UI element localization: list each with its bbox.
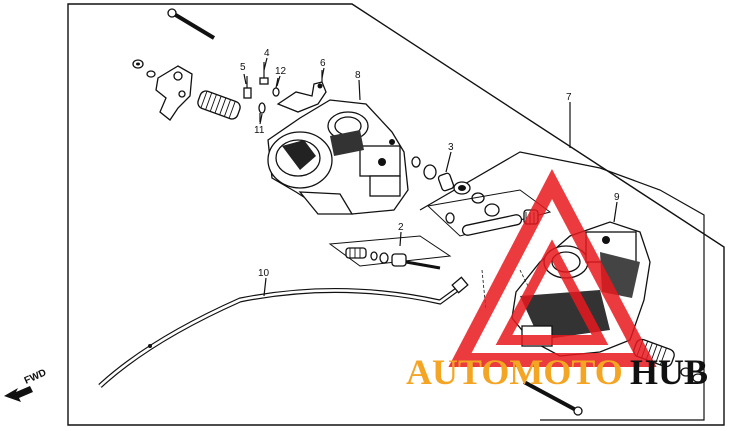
carburetor-8 [267,99,409,215]
leader-lines [243,57,618,311]
callout-3: 3 [448,142,454,153]
fwd-label: FWD [23,367,48,386]
callout-2: 2 [398,222,404,233]
callout-10: 10 [258,268,270,279]
washer-12 [272,77,280,97]
carb-set-frame [419,151,705,421]
callout-7: 7 [566,92,572,103]
long-screw-bottom [523,380,583,416]
fitting-3 [411,156,500,217]
screw-5 [243,76,252,99]
watermark-text-right: HUB [630,352,708,392]
long-screw-top [167,8,216,40]
callout-11: 11 [254,125,265,136]
watermark-text-left: AUTOMOTO [406,352,623,392]
link-arm-6 [276,70,327,113]
fwd-arrow-icon [4,386,33,402]
nut-washer-right [680,367,704,383]
vent-tube-10 [98,276,469,388]
diagram-frame [67,3,725,426]
callout-5: 5 [240,62,246,73]
callout-9: 9 [614,192,620,203]
nut-washer-left [132,59,156,78]
spring-left [197,90,241,120]
callout-8: 8 [355,70,361,81]
screw-4 [259,62,269,85]
callout-12: 12 [275,66,287,77]
clip-11 [258,102,266,122]
watermark-logo [448,168,657,367]
throttle-bracket [155,65,193,121]
callout-4: 4 [264,48,270,59]
callout-6: 6 [320,58,326,69]
joint-pipe-assembly-2 [328,235,452,270]
